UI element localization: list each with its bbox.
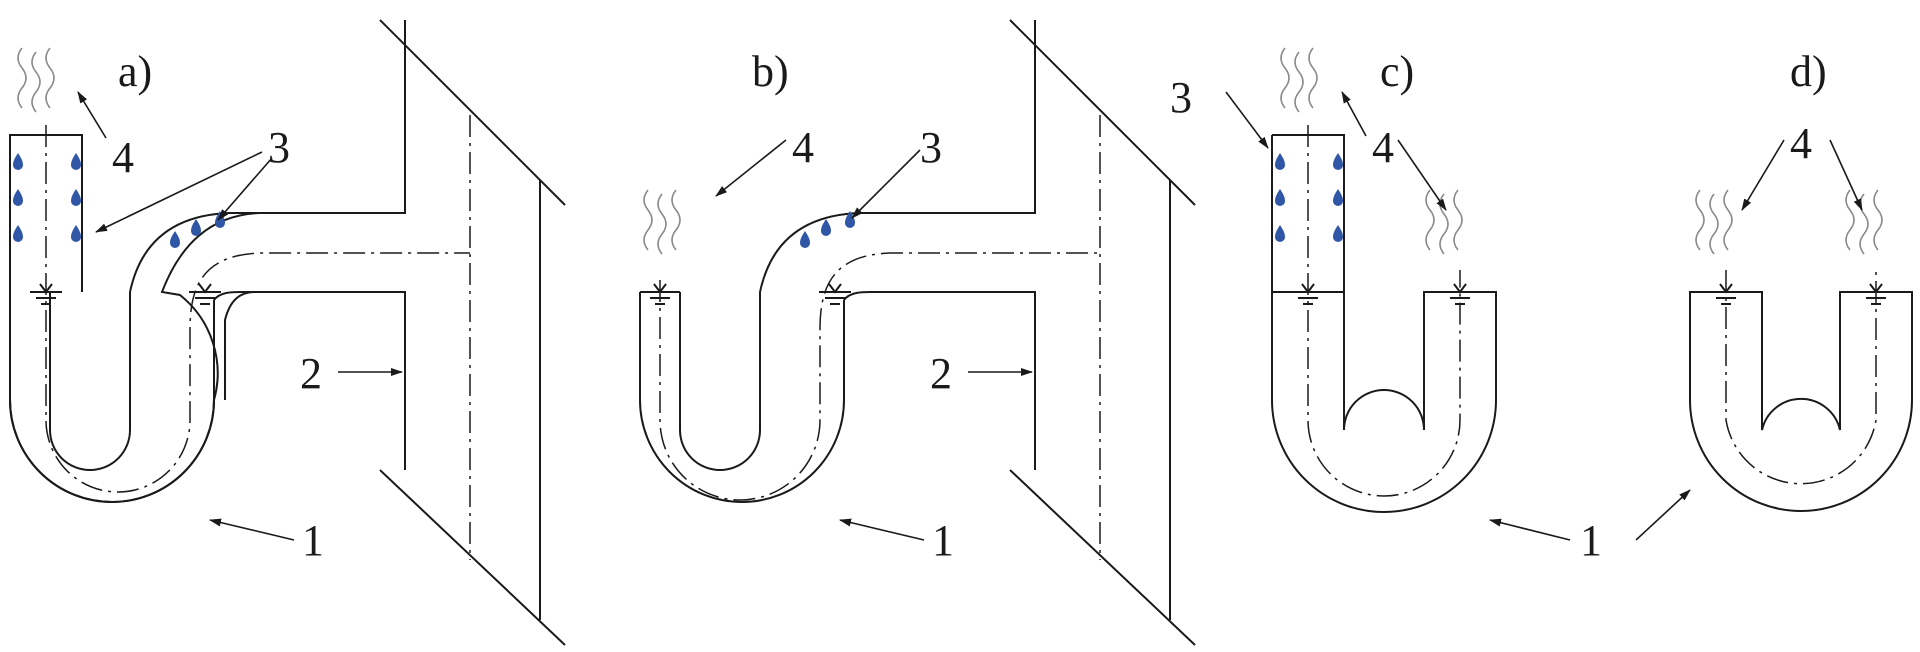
callout-1: 1 [1580, 516, 1602, 565]
panel-d: d) 4 [1635, 47, 1913, 541]
condensate-droplets [1275, 153, 1343, 242]
callout-3: 3 [920, 123, 942, 172]
callout-3: 3 [268, 123, 290, 172]
callout-1: 1 [932, 516, 954, 565]
vapor-icon [1845, 189, 1883, 255]
panel-b: b) 4 3 2 1 [639, 19, 1196, 646]
callout-3: 3 [1170, 73, 1192, 122]
panel-label-b: b) [752, 47, 789, 96]
callout-4: 4 [1790, 119, 1812, 168]
panel-a: a) 4 3 2 1 [9, 19, 566, 646]
vapor-icon [1425, 189, 1463, 255]
panel-label-d: d) [1790, 47, 1827, 96]
panel-label-c: c) [1380, 47, 1414, 96]
callout-4: 4 [1372, 123, 1394, 172]
trap-outline [9, 20, 406, 503]
vapor-icon [1695, 189, 1733, 255]
callout-4: 4 [792, 123, 814, 172]
callout-1: 1 [302, 516, 324, 565]
panel-c: c) 3 4 1 [1170, 47, 1602, 565]
panel-label-a: a) [118, 47, 152, 96]
callout-2: 2 [300, 349, 322, 398]
callout-4: 4 [112, 133, 134, 182]
vapor-icon [1280, 47, 1318, 113]
vapor-icon [17, 47, 55, 113]
callout-2: 2 [930, 349, 952, 398]
vapor-icon [643, 189, 681, 255]
